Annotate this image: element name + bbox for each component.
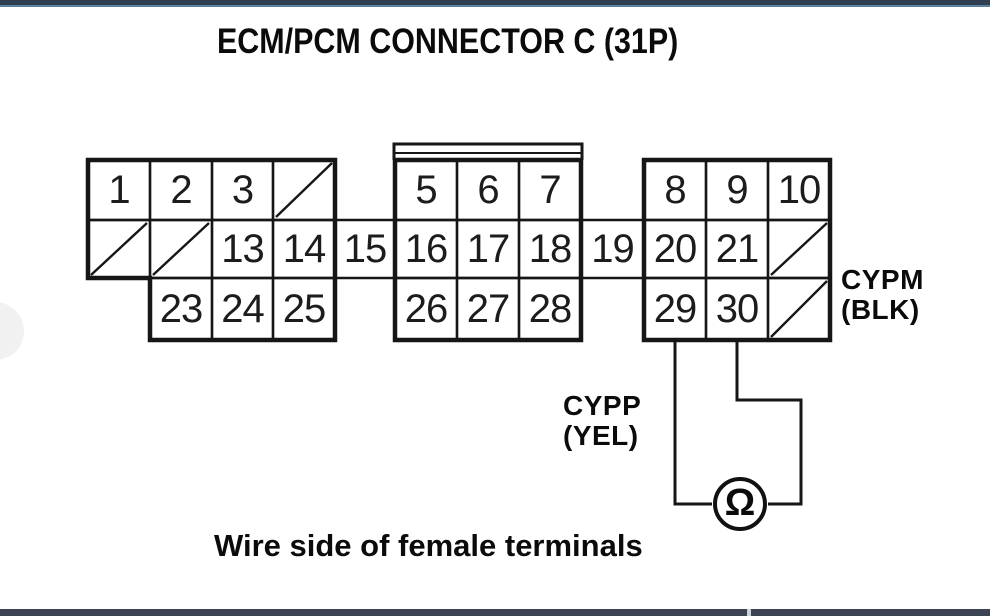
pin-24: 24 [221, 286, 265, 331]
bottom-bar-tick [747, 609, 751, 616]
diagram-title: ECM/PCM CONNECTOR C (31P) [217, 22, 679, 61]
pin-9: 9 [726, 167, 748, 212]
pin-25: 25 [282, 286, 327, 331]
pin-20: 20 [653, 226, 698, 271]
wire-pin29 [673, 340, 712, 506]
pin-1: 1 [108, 167, 130, 212]
pin-13: 13 [221, 226, 265, 271]
pin-21: 21 [715, 226, 760, 271]
pin-5: 5 [415, 167, 437, 212]
wire-label-cypp: CYPP (YEL) [563, 391, 641, 451]
pin-2: 2 [170, 167, 192, 212]
ohmmeter-icon: Ω [713, 477, 767, 531]
pin-18: 18 [528, 226, 573, 271]
pin-27: 27 [466, 286, 511, 331]
right-block-outline [641, 157, 833, 343]
blank-pin-slash [152, 222, 210, 276]
wire-label-cypm: CYPM (BLK) [841, 265, 924, 325]
pin-17: 17 [466, 226, 511, 271]
pin-15: 15 [343, 226, 388, 271]
pin-3: 3 [231, 167, 254, 212]
pin-30: 30 [715, 286, 760, 331]
blank-pin-slash [770, 222, 828, 276]
blank-pin-slash [275, 162, 333, 218]
pin-29: 29 [653, 286, 698, 331]
pin-16: 16 [404, 226, 449, 271]
ohm-symbol: Ω [724, 482, 756, 524]
top-border-bar [0, 0, 990, 7]
pin-26: 26 [404, 286, 449, 331]
pin-14: 14 [282, 226, 327, 271]
middle-block-outline [392, 157, 584, 343]
pin-6: 6 [477, 167, 499, 212]
blank-pin-slash [90, 222, 148, 276]
wire-color-cypm: (BLK) [841, 294, 920, 325]
pin-28: 28 [528, 286, 573, 331]
blank-pin-slash [770, 280, 828, 338]
wire-color-cypp: (YEL) [563, 420, 639, 451]
pin-10: 10 [777, 167, 822, 212]
bottom-border-bar [0, 609, 990, 616]
wire-name-cypp: CYPP [563, 390, 642, 421]
pin-7: 7 [539, 167, 561, 212]
pin-19: 19 [591, 226, 635, 271]
pin-23: 23 [159, 286, 204, 331]
left-block-outline [85, 157, 338, 343]
caption-wire-side: Wire side of female terminals [214, 528, 643, 563]
wire-name-cypm: CYPM [841, 264, 924, 295]
wire-pin30 [735, 340, 803, 506]
pin-8: 8 [664, 167, 686, 212]
